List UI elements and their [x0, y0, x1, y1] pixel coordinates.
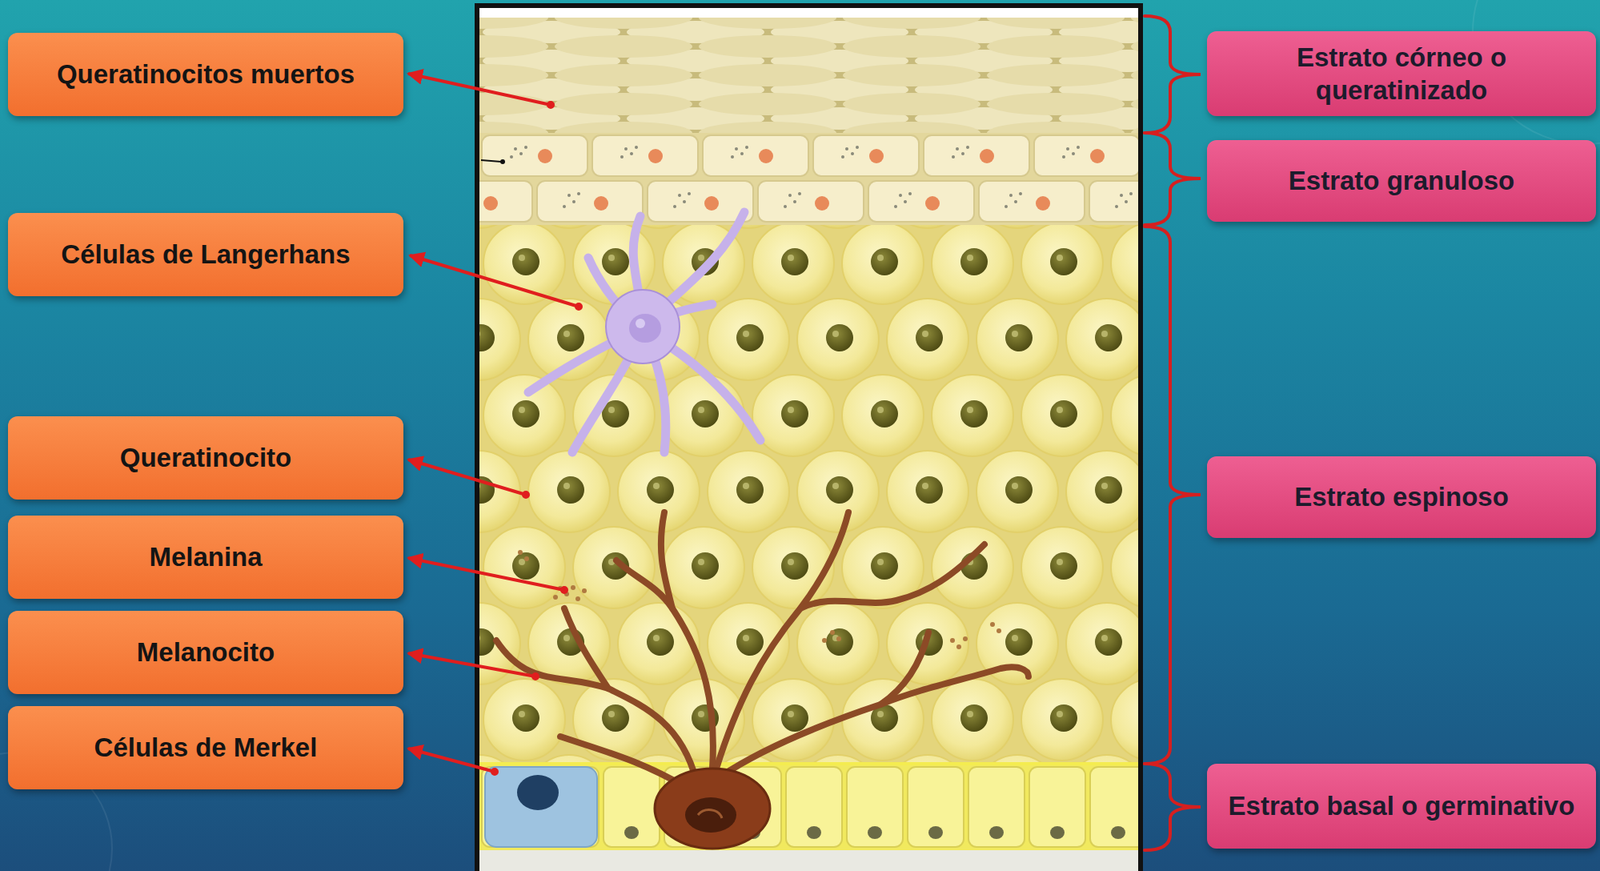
dendrite	[496, 640, 697, 781]
leader-dots	[492, 102, 582, 774]
callout-box: Queratinocitos muertos	[8, 32, 404, 117]
granule	[524, 556, 530, 562]
stratum-granulosum	[479, 132, 1139, 225]
layer-box: Estrato granuloso	[1207, 140, 1596, 222]
callout-box: Células de Merkel	[8, 705, 404, 790]
leader-arrow	[408, 748, 495, 772]
basement-ground	[479, 850, 1139, 871]
leader-dot	[492, 769, 498, 774]
granule	[570, 585, 576, 590]
leader-dot	[523, 492, 529, 498]
leader-arrow	[408, 73, 551, 105]
leader-line	[481, 160, 502, 162]
melanocyte-dendrites	[496, 512, 1029, 789]
melanocyte-body	[654, 768, 770, 849]
granule	[553, 594, 558, 600]
dendrite	[800, 544, 985, 609]
merkel-nucleus	[517, 774, 559, 811]
langerhans-body	[605, 289, 680, 364]
leader-dot	[561, 587, 567, 593]
granule	[581, 588, 587, 594]
granule	[517, 549, 523, 555]
leader-arrows	[408, 73, 579, 772]
leader-dot	[576, 304, 582, 309]
granule	[575, 596, 581, 602]
granule	[996, 628, 1002, 634]
granule	[836, 636, 842, 642]
dendrite	[564, 608, 609, 689]
box-label: Melanocito	[136, 635, 275, 669]
layer-brackets	[1144, 16, 1201, 851]
dendrite	[616, 560, 714, 769]
box-label: Estrato córneo o queratinizado	[1224, 40, 1579, 108]
leader-arrow	[408, 459, 526, 495]
leader-dot	[500, 159, 506, 165]
leader-dot	[548, 102, 554, 108]
callout-box: Melanocito	[8, 610, 404, 694]
box-label: Células de Langerhans	[60, 237, 350, 271]
dendrite	[652, 352, 666, 453]
melanin-granules	[517, 549, 1002, 650]
leader-arrow	[409, 255, 579, 307]
box-label: Melanina	[148, 540, 262, 574]
granule	[990, 621, 995, 627]
box-label: Estrato basal o germinativo	[1228, 789, 1576, 823]
bracket	[1144, 763, 1201, 851]
dendrite	[661, 512, 673, 609]
layer-box: Estrato basal o germinativo	[1207, 763, 1596, 849]
panel-border	[474, 3, 1143, 871]
panel-ground	[479, 8, 1139, 871]
langerhans-nucleus	[629, 313, 662, 343]
dendrite	[720, 666, 1029, 777]
merkel-cell	[485, 766, 598, 847]
granule	[956, 644, 962, 650]
bracket	[1144, 132, 1201, 225]
bracket	[1144, 16, 1201, 133]
nucleus-highlight	[635, 318, 646, 329]
leader-dot	[533, 673, 538, 679]
leader-arrow	[408, 653, 536, 677]
langerhans-dendrites	[528, 212, 761, 453]
layer-box: Estrato córneo o queratinizado	[1207, 31, 1596, 117]
callout-box: Melanina	[8, 515, 404, 599]
leader-arrow	[408, 557, 565, 590]
melanocyte-nucleus	[685, 797, 737, 833]
dendrite	[880, 632, 929, 705]
box-label: Queratinocito	[120, 441, 293, 474]
box-label: Células de Merkel	[94, 730, 318, 764]
callout-box: Queratinocito	[8, 416, 404, 500]
bracket	[1144, 226, 1201, 764]
basal-line	[479, 761, 1139, 766]
dendrite	[660, 340, 761, 441]
stratum-corneum	[479, 17, 1139, 133]
layer-box: Estrato espinoso	[1207, 456, 1596, 538]
granule	[822, 637, 827, 643]
callout-box: Células de Langerhans	[8, 212, 404, 297]
granule	[962, 636, 968, 642]
stratum-basale	[479, 763, 1139, 851]
nucleus-detail	[697, 810, 722, 819]
box-label: Estrato espinoso	[1294, 480, 1509, 514]
dendrite	[716, 512, 849, 769]
box-label: Estrato granuloso	[1288, 164, 1515, 197]
granule	[950, 637, 955, 643]
granule	[830, 629, 835, 635]
box-label: Queratinocitos muertos	[56, 57, 355, 91]
